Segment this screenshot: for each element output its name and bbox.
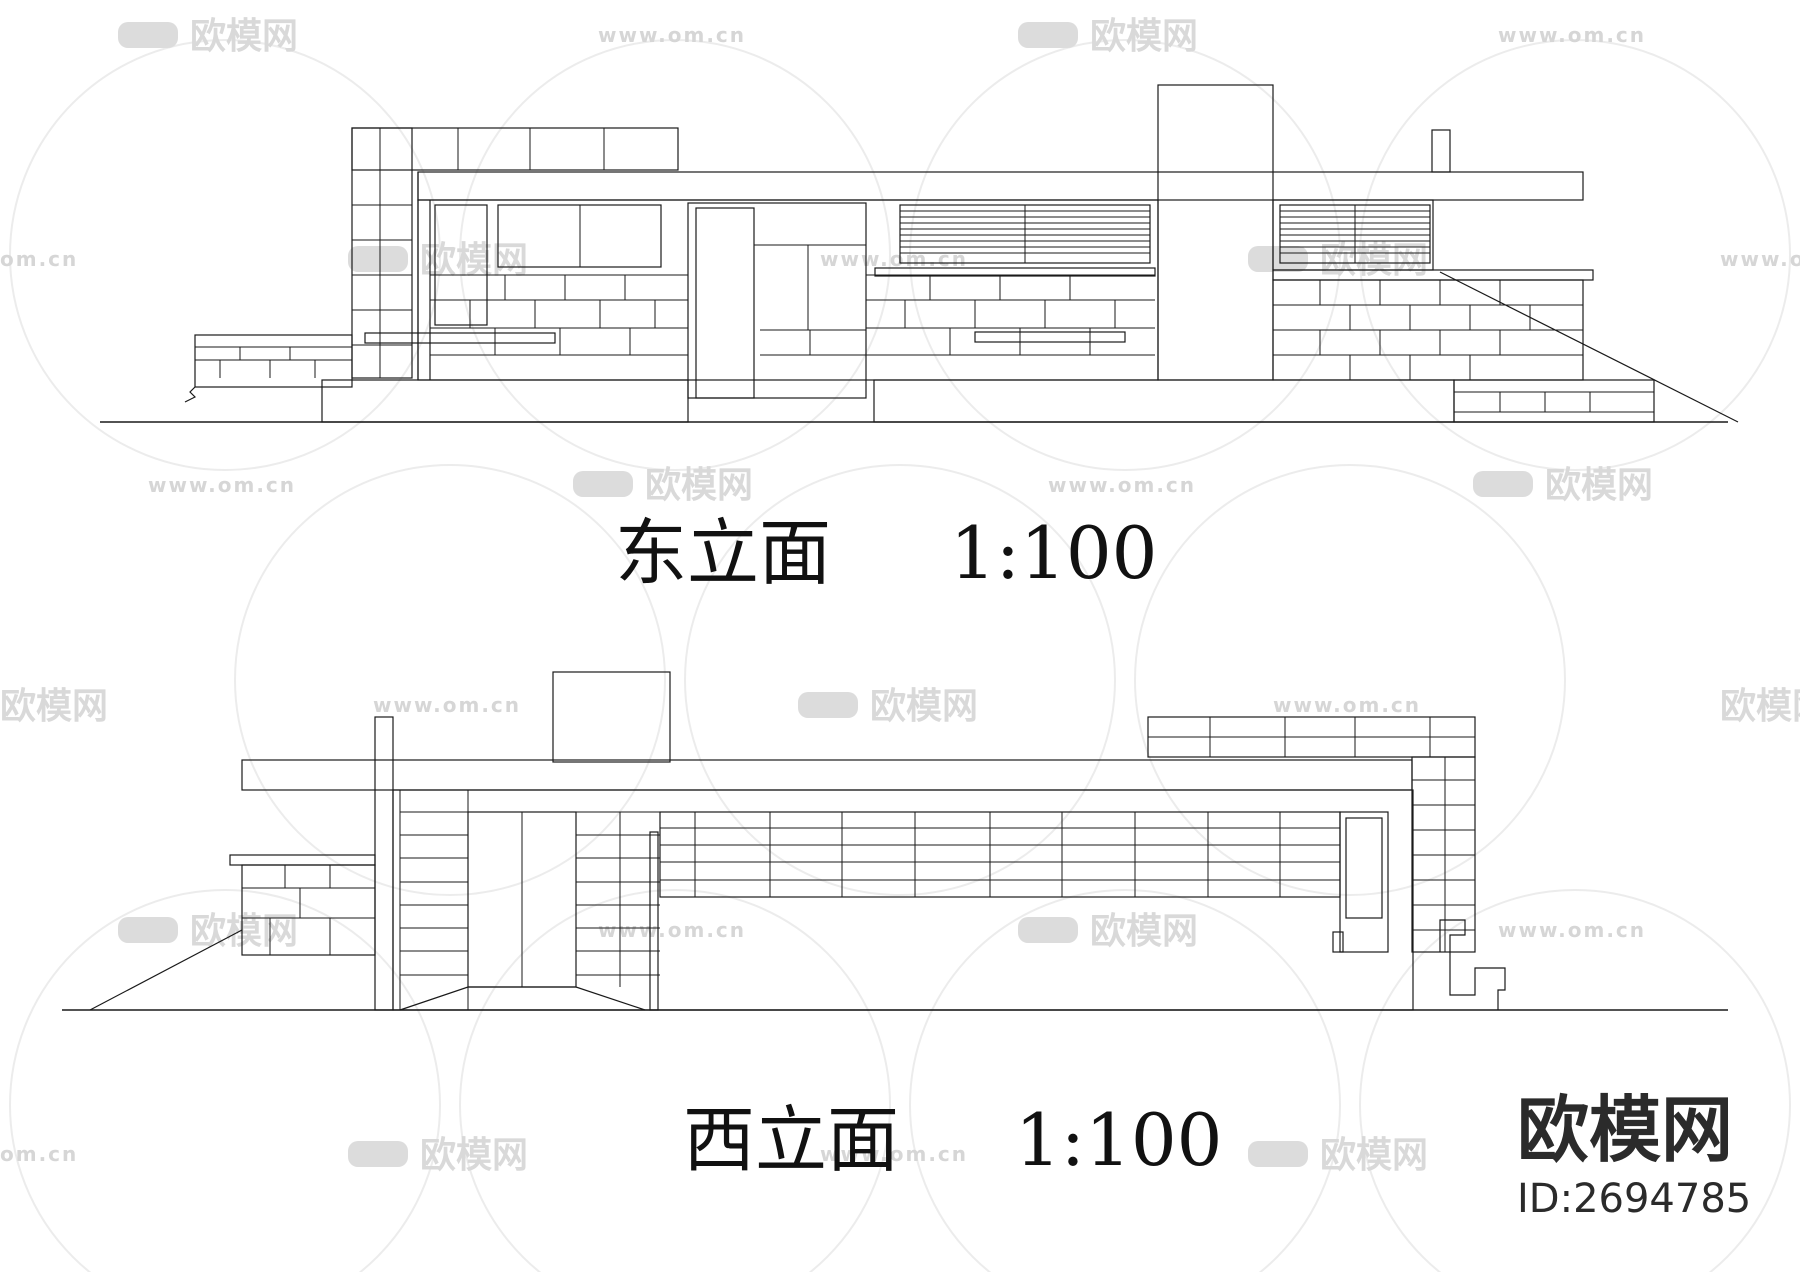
watermark-url: www.om.cn [1048, 473, 1196, 497]
watermark-url: www.om.cn [598, 23, 746, 47]
west-elevation-caption: 西立面 1:100 [683, 1098, 1223, 1182]
watermark-brand: 欧模网 [420, 240, 528, 281]
watermark-url: om.cn [0, 1142, 78, 1166]
watermark-brand: 欧模网 [870, 686, 978, 727]
east-elevation-title: 东立面 [615, 511, 831, 595]
watermark-url: www.om.cn [598, 918, 746, 942]
watermark-url: www.om.cn [1498, 918, 1646, 942]
east-elevation-caption: 东立面 1:100 [615, 511, 1158, 595]
watermark-brand: 欧模网 [1090, 16, 1198, 57]
watermark-url: www.om.cn [820, 247, 968, 271]
watermark-brand: 欧模网 [190, 911, 298, 952]
watermark-url: www.om.cn [1273, 693, 1421, 717]
watermark-brand: 欧模网 [1320, 1135, 1428, 1176]
watermark-url: www.om.cn [148, 473, 296, 497]
watermark-layer: 欧模网 欧模网 欧模网 欧模网 欧模网 欧模网 欧模网 欧模网 欧模网 欧模网 … [0, 16, 1800, 1272]
brand-id: ID:2694785 [1517, 1176, 1751, 1222]
watermark-brand: 欧模网 [420, 1135, 528, 1176]
watermark-brand: 欧模网 [645, 465, 753, 506]
east-elevation-drawing [100, 84, 1739, 423]
watermark-brand: 欧模网 [1090, 911, 1198, 952]
watermark-url: www.om.cn [373, 693, 521, 717]
brand-badge: 欧模网 ID:2694785 [1517, 1088, 1751, 1222]
watermark-brand: 欧模网 [190, 16, 298, 57]
west-elevation-scale: 1:100 [1015, 1098, 1223, 1182]
watermark-url: om.cn [0, 247, 78, 271]
watermark-url: www.om.cn [1498, 23, 1646, 47]
watermark-url: www.om.cn [820, 1142, 968, 1166]
watermark-brand: 欧模网 [1545, 465, 1653, 506]
watermark-brand: 欧模网 [1720, 686, 1800, 727]
watermark-brand: 欧模网 [0, 686, 108, 727]
watermark-url: www.om.cn [1720, 247, 1800, 271]
west-elevation-drawing [62, 671, 1728, 1011]
watermark-brand: 欧模网 [1320, 240, 1428, 281]
west-elevation-title: 西立面 [683, 1098, 899, 1182]
east-elevation-scale: 1:100 [950, 511, 1158, 595]
brand-name: 欧模网 [1517, 1088, 1733, 1172]
